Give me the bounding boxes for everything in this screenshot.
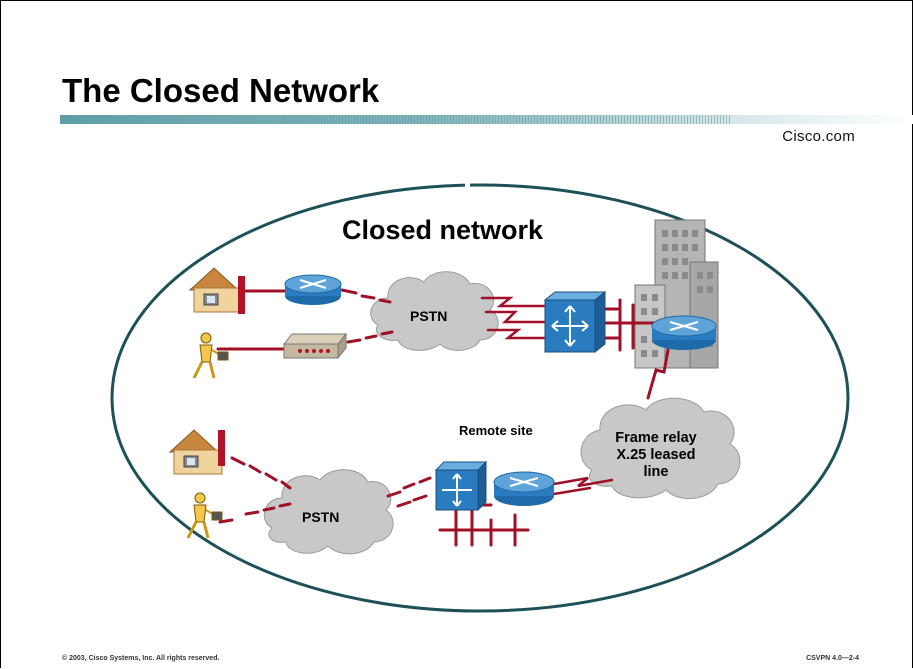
home-office-icon-bottom [168,429,225,475]
frame-relay-label-line3: line [643,464,669,480]
network-links [216,288,670,547]
mobile-user-icon-top [192,332,229,379]
router-icon-headquarters [651,315,717,350]
slide-title: The Closed Network [62,72,380,109]
closed-network-boundary [110,183,850,613]
pstn-bottom-label: PSTN [302,509,340,525]
pstn-top-label: PSTN [410,308,448,324]
lan-switch-icon-top [543,290,607,354]
frame-relay-cloud [580,397,741,500]
copyright-footer: © 2003, Cisco Systems, Inc. All rights r… [62,655,220,662]
course-code-footer: CSVPN 4.0—2-4 [806,655,859,662]
frame-relay-label-line1: Frame relay [615,430,697,446]
remote-site-label: Remote site [459,423,533,438]
router-icon-remote [493,471,555,506]
pstn-cloud-top [370,271,499,351]
cisco-logo: Cisco.com [782,128,855,145]
frame-relay-label: Frame relay X.25 leased line [596,430,716,481]
lan-switch-icon-remote [434,460,488,512]
title-band [60,115,913,124]
closed-network-label: Closed network [342,215,544,245]
router-icon-top [284,274,342,305]
home-office-icon-top [188,267,245,314]
modem-icon [282,332,348,360]
mobile-user-icon-bottom [186,492,223,539]
frame-relay-label-line2: X.25 leased [616,447,696,463]
